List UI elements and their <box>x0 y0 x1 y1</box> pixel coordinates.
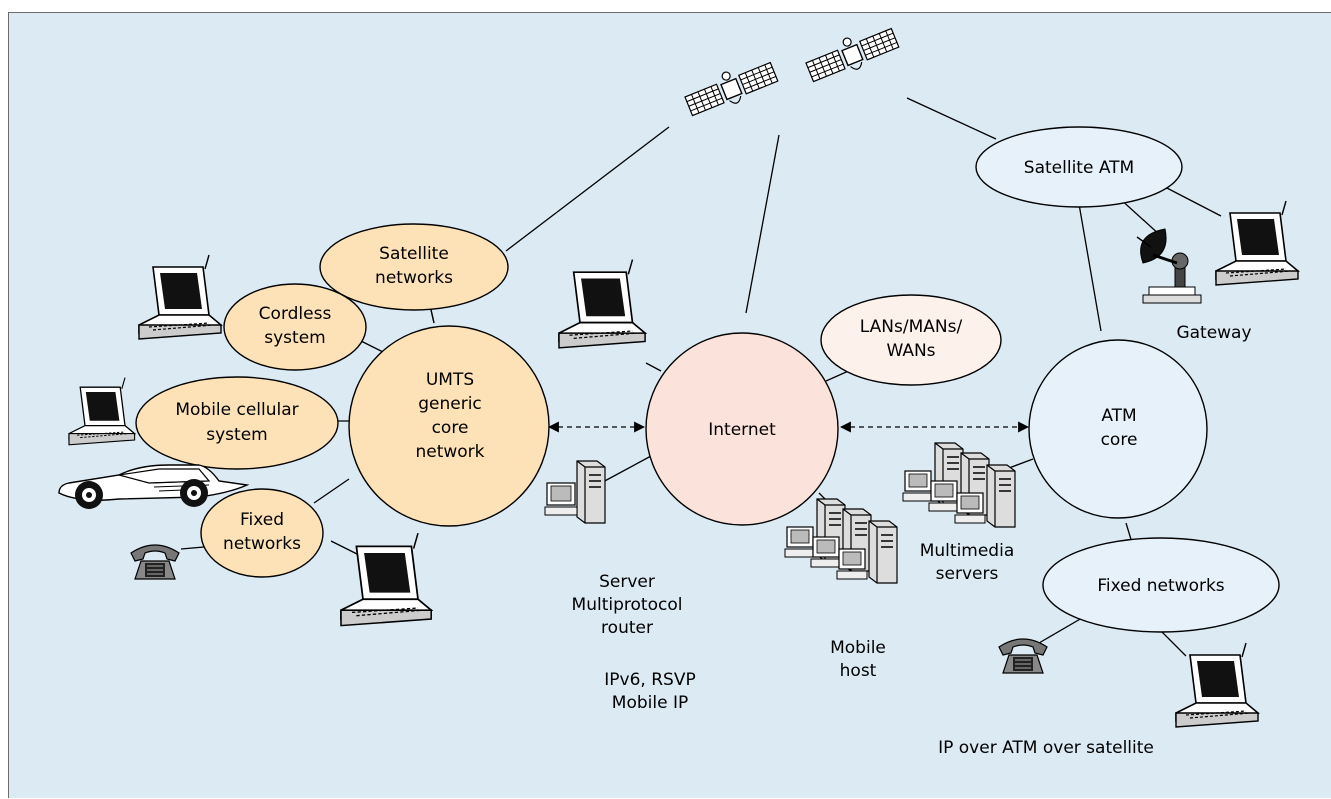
laptop-icon <box>1215 200 1299 286</box>
umts-core-circle <box>348 325 550 527</box>
atm-core-circle <box>1028 339 1208 519</box>
laptop-icon <box>138 254 222 340</box>
internet-circle <box>645 332 839 526</box>
satellite-icon <box>681 54 781 121</box>
laptop-icon <box>68 376 136 446</box>
satellite-icon <box>802 20 902 87</box>
satellite-atm-ellipse <box>975 126 1183 208</box>
lans-ellipse <box>820 294 1002 386</box>
telephone-icon <box>998 638 1048 674</box>
server-icon <box>544 460 606 524</box>
server-cluster-icon <box>785 499 897 583</box>
gateway-label: Gateway <box>1176 323 1251 343</box>
fixed-networks-left-ellipse <box>200 488 324 578</box>
fixed-networks-right-ellipse <box>1042 537 1280 633</box>
satellite-dish-icon <box>1136 228 1202 304</box>
satellite-atm-text: Satellite ATM <box>1024 158 1134 178</box>
ip-over-atm-label: IP over ATM over satellite <box>938 738 1154 758</box>
cordless-system-ellipse <box>223 283 367 371</box>
satellite-networks-ellipse <box>319 223 509 311</box>
laptop-icon <box>340 532 433 627</box>
car-icon <box>58 464 250 509</box>
laptop-icon <box>558 258 646 349</box>
lans-text: LANs/MANs/WANs <box>860 317 963 361</box>
laptop-icon <box>1175 642 1259 728</box>
mobile-cellular-ellipse <box>135 376 339 470</box>
internet-text: Internet <box>708 420 776 440</box>
fixed-networks-right-text: Fixed networks <box>1097 576 1224 596</box>
telephone-icon <box>130 544 180 580</box>
server-cluster-icon <box>903 443 1015 527</box>
